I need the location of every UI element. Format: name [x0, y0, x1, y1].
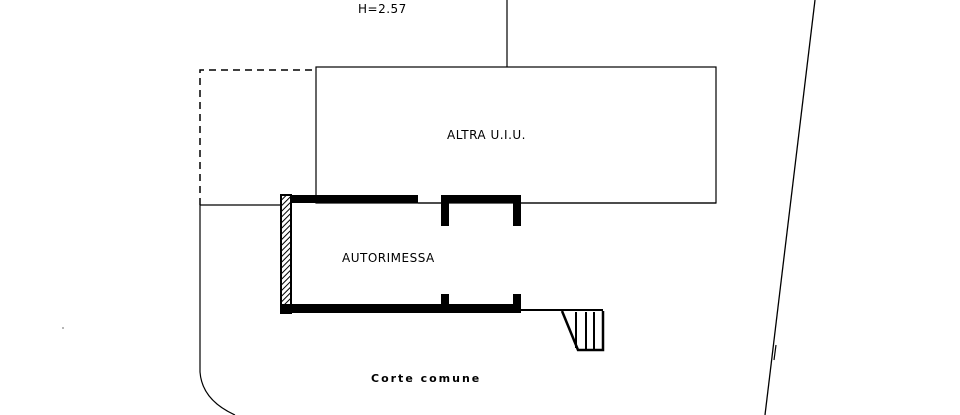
- pillar: [441, 294, 449, 306]
- garage-label: AUTORIMESSA: [342, 251, 435, 265]
- other-unit-label: ALTRA U.I.U.: [447, 128, 526, 142]
- garage-walls: [280, 194, 521, 314]
- dashed-outline: [199, 69, 316, 205]
- wall-left-hatched: [280, 194, 292, 314]
- courtyard-label: Corte comune: [371, 372, 481, 385]
- boundary-line-diagonal: [764, 0, 816, 415]
- pillar: [513, 294, 521, 306]
- height-label: H=2.57: [358, 2, 407, 16]
- speck: [62, 327, 64, 329]
- pillar: [441, 195, 449, 226]
- stairs: [560, 310, 605, 352]
- pillar: [513, 195, 521, 226]
- wall-bottom: [281, 304, 521, 313]
- courtyard-boundary-curve: [199, 205, 236, 415]
- wall-top-left: [281, 195, 418, 203]
- tick-mark: [773, 344, 777, 361]
- wall-top-right: [441, 195, 521, 203]
